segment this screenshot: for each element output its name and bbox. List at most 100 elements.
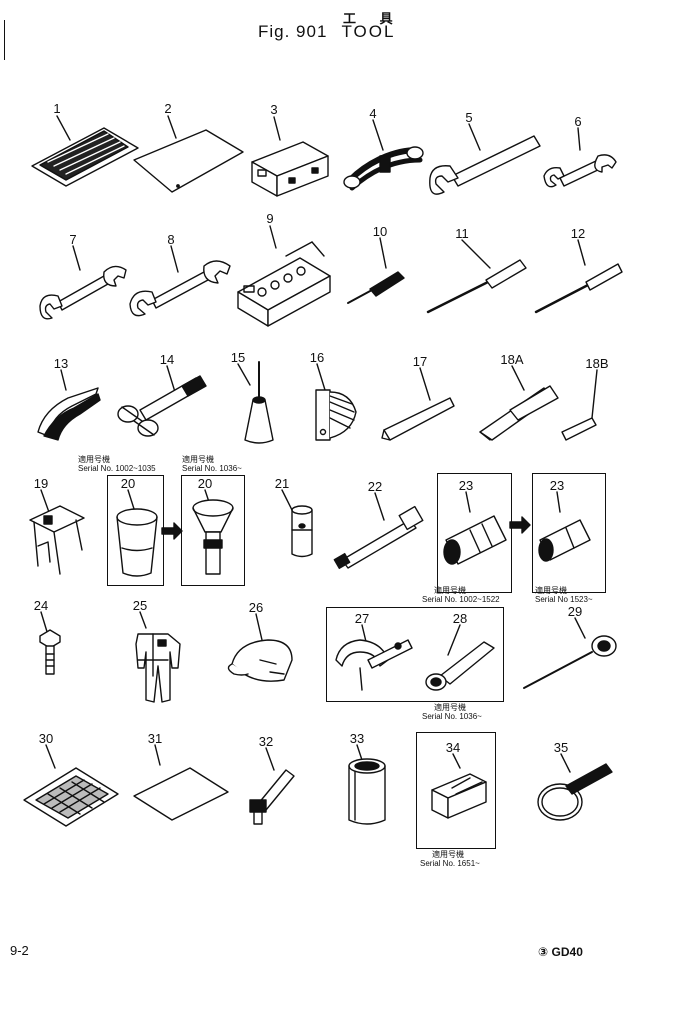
part-number-23a: 23 [458, 478, 474, 493]
part-18a-drawing [479, 385, 559, 441]
part-25-drawing [135, 633, 181, 703]
serial-note-range: Serial No. 1036~ [422, 712, 482, 721]
part-number-9: 9 [266, 211, 274, 226]
model-name: GD40 [551, 945, 583, 959]
part-34-drawing [431, 773, 487, 819]
part-number-21: 21 [274, 476, 290, 491]
model-mark: ③ [538, 945, 549, 959]
part-number-25: 25 [132, 598, 148, 613]
part-4-drawing [343, 146, 424, 191]
serial-box-23a [437, 473, 512, 593]
part-number-31: 31 [147, 731, 163, 746]
part-21-drawing [291, 505, 313, 558]
serial-box-23b [532, 473, 606, 593]
part-number-20b: 20 [197, 476, 213, 491]
serial-note-label: 適用号機 [78, 455, 110, 464]
figure-title-text: TOOL [341, 22, 396, 41]
part-number-18b: 18B [585, 356, 609, 371]
leader-lines [40, 115, 598, 773]
serial-note-range: Serial No 1523~ [535, 595, 593, 604]
part-31-drawing [133, 767, 229, 821]
part-number-34: 34 [445, 740, 461, 755]
part-11-drawing [426, 259, 527, 314]
part-number-17: 17 [412, 354, 428, 369]
part-2-drawing [133, 129, 244, 193]
part-number-14: 14 [159, 352, 175, 367]
title-japanese: 工 具 [343, 11, 403, 26]
part-number-27: 27 [354, 611, 370, 626]
part-9-drawing [237, 241, 331, 327]
serial-note-34: 適用号機 Serial No. 1651~ [420, 850, 480, 868]
figure-number: Fig. 901 [258, 22, 328, 41]
serial-note-20b: 適用号機 Serial No. 1036~ [182, 455, 242, 473]
part-number-11: 11 [455, 226, 469, 241]
part-number-19: 19 [33, 476, 49, 491]
arrow-20 [161, 522, 183, 540]
part-5-drawing [429, 135, 541, 195]
serial-note-23a: 適用号機 Serial No. 1002~1522 [422, 586, 500, 604]
part-10-drawing [347, 271, 405, 304]
part-33-drawing [348, 758, 386, 825]
part-number-26: 26 [248, 600, 264, 615]
part-number-15: 15 [230, 350, 246, 365]
part-14-drawing [117, 375, 207, 437]
serial-note-range: Serial No. 1651~ [420, 859, 480, 868]
part-7-drawing [39, 265, 127, 320]
part-19-drawing [29, 505, 85, 575]
part-number-7: 7 [69, 232, 77, 247]
serial-note-23b: 適用号機 Serial No 1523~ [535, 586, 593, 604]
serial-note-label: 適用号機 [182, 455, 214, 464]
part-22-drawing [333, 505, 424, 570]
part-17-drawing [381, 397, 455, 441]
part-number-8: 8 [167, 232, 175, 247]
part-23b-drawing [538, 519, 591, 562]
part-number-2: 2 [164, 101, 172, 116]
part-number-4: 4 [369, 106, 377, 121]
part-15-drawing [244, 361, 274, 444]
part-number-28: 28 [452, 611, 468, 626]
part-26-drawing [227, 639, 293, 682]
page-number: 9-2 [10, 943, 29, 958]
part-32-drawing [249, 769, 295, 825]
serial-note-20a: 適用号機 Serial No. 1002~1035 [78, 455, 156, 473]
serial-note-label: 適用号機 [434, 703, 466, 712]
part-16-drawing [315, 389, 357, 441]
part-28-drawing [425, 641, 495, 691]
part-number-22: 22 [367, 479, 383, 494]
serial-box-20a [107, 475, 164, 586]
part-23a-drawing [443, 515, 507, 565]
serial-note-range: Serial No. 1002~1522 [422, 595, 500, 604]
part-6-drawing [543, 154, 617, 188]
part-30-drawing [23, 767, 119, 827]
serial-box-34 [416, 732, 496, 849]
part-8-drawing [129, 260, 231, 317]
part-number-1: 1 [53, 101, 61, 116]
part-number-30: 30 [38, 731, 54, 746]
part-number-33: 33 [349, 731, 365, 746]
serial-note-range: Serial No. 1002~1035 [78, 464, 156, 473]
part-number-32: 32 [258, 734, 274, 749]
part-number-20a: 20 [120, 476, 136, 491]
serial-box-27-28 [326, 607, 504, 702]
model-code: ③ GD40 [538, 945, 583, 959]
part-number-16: 16 [309, 350, 325, 365]
part-24-drawing [39, 629, 61, 675]
part-number-29: 29 [567, 604, 583, 619]
serial-note-27-28: 適用号機 Serial No. 1036~ [422, 703, 482, 721]
arrow-23 [509, 516, 531, 534]
part-number-23b: 23 [549, 478, 565, 493]
binding-margin-line [4, 20, 5, 60]
part-18b-drawing [561, 417, 597, 441]
part-number-12: 12 [570, 226, 586, 241]
part-29-drawing [523, 635, 617, 689]
part-number-3: 3 [270, 102, 278, 117]
part-1-drawing [31, 127, 139, 187]
part-20a-drawing [116, 508, 158, 577]
part-number-10: 10 [372, 224, 388, 239]
part-27-drawing [335, 639, 413, 691]
part-13-drawing [37, 387, 101, 441]
serial-note-label: 適用号機 [535, 586, 567, 595]
serial-box-20b [181, 475, 245, 586]
part-number-18a: 18A [500, 352, 524, 367]
